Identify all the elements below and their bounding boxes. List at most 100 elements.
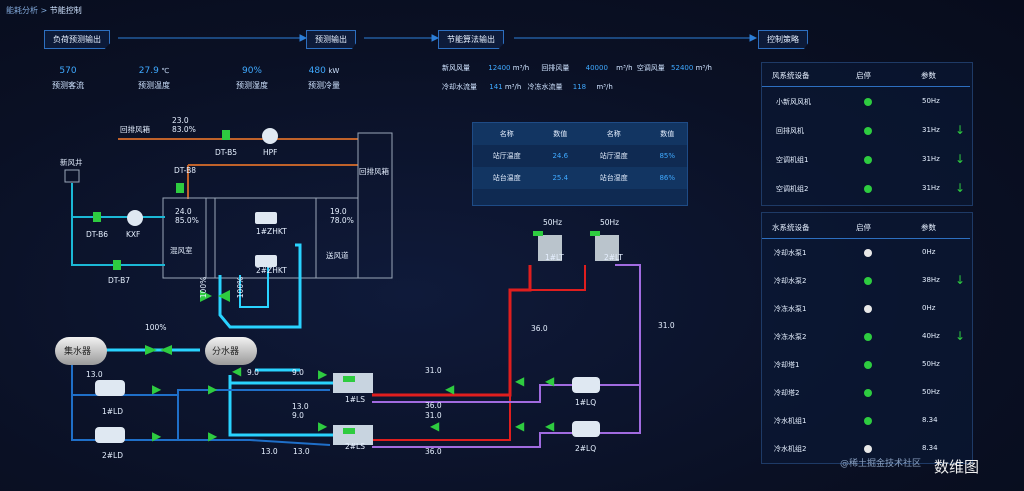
air-row-name: 小新风风机 bbox=[776, 98, 811, 106]
label-fresh-well: 新风井 bbox=[60, 158, 83, 167]
label-lt1: 1#LT bbox=[545, 253, 564, 262]
water-header-onoff: 启停 bbox=[856, 223, 871, 232]
label-ls2: 2#LS bbox=[345, 442, 365, 451]
water-divider bbox=[762, 238, 970, 239]
air-row-param: 31Hz bbox=[922, 184, 940, 192]
collector-tank bbox=[55, 337, 107, 365]
label-lt2: 2#LT bbox=[604, 253, 623, 262]
env-th-name1: 名称 bbox=[499, 130, 514, 138]
label-valve-2: 100% bbox=[236, 276, 246, 299]
env-th-val2: 数值 bbox=[660, 130, 675, 138]
water-status-dot[interactable] bbox=[864, 445, 872, 453]
label-lq1: 1#LQ bbox=[575, 398, 597, 407]
label-lq2: 2#LQ bbox=[575, 444, 597, 453]
water-row-name: 冷冻水泵2 bbox=[774, 333, 807, 341]
label-distributor: 分水器 bbox=[212, 347, 240, 357]
water-row-name: 冷却水泵1 bbox=[774, 249, 807, 257]
water-status-dot[interactable] bbox=[864, 305, 872, 313]
label-ld1: 1#LD bbox=[102, 407, 124, 416]
air-status-dot[interactable] bbox=[864, 127, 872, 135]
air-row-param: 31Hz bbox=[922, 126, 940, 134]
hvac-diagram bbox=[55, 128, 641, 448]
water-row-param: 38Hz bbox=[922, 276, 940, 284]
label-temp-360c: 36.0 bbox=[531, 324, 548, 333]
air-status-dot[interactable] bbox=[864, 156, 872, 164]
algo-row-1: 新风风量 12400 m³/h 回排风量 40000 m³/h 空调风量 524… bbox=[442, 64, 712, 72]
water-status-dot[interactable] bbox=[864, 333, 872, 341]
stage-arrows bbox=[118, 34, 758, 42]
breadcrumb-sep: > bbox=[40, 6, 48, 15]
label-valve-1: 100% bbox=[199, 276, 209, 299]
forecast-humidity: 90%预测湿度 bbox=[236, 66, 268, 90]
breadcrumb-energy[interactable]: 能耗分析 bbox=[6, 6, 38, 15]
label-return-air: 回排风箱 bbox=[120, 125, 150, 134]
water-row-name: 冷却水泵2 bbox=[774, 277, 807, 285]
label-supply-duct: 送风道 bbox=[326, 251, 349, 260]
label-temp-310b: 31.0 bbox=[425, 411, 442, 420]
label-return-duct: 回排风箱 bbox=[359, 167, 389, 176]
air-header-onoff: 启停 bbox=[856, 71, 871, 80]
label-ld2: 2#LD bbox=[102, 451, 124, 460]
water-row-param: 8.34 bbox=[922, 444, 938, 452]
breadcrumb-control[interactable]: 节能控制 bbox=[49, 6, 82, 15]
water-status-dot[interactable] bbox=[864, 277, 872, 285]
air-row-param: 31Hz bbox=[922, 155, 940, 163]
label-temp-90c: 9.0 bbox=[292, 411, 304, 420]
air-header-param: 参数 bbox=[921, 71, 936, 80]
water-row-param: 8.34 bbox=[922, 416, 938, 424]
air-divider bbox=[762, 86, 970, 87]
label-temp-360a: 36.0 bbox=[425, 401, 442, 410]
water-status-dot[interactable] bbox=[864, 361, 872, 369]
label-hpf: HPF bbox=[263, 148, 278, 157]
watermark: 数维图 bbox=[934, 458, 980, 476]
air-row-name: 空调机组1 bbox=[776, 156, 809, 164]
water-status-dot[interactable] bbox=[864, 417, 872, 425]
stage-algorithm-output: 节能算法输出 bbox=[438, 30, 504, 49]
label-lt-hz1: 50Hz bbox=[543, 218, 563, 227]
label-mix-room: 混风室 bbox=[170, 246, 193, 255]
label-ls1: 1#LS bbox=[345, 395, 365, 404]
water-row-name: 冷水机组2 bbox=[774, 445, 807, 453]
air-row-name: 回排风机 bbox=[776, 127, 804, 135]
label-temp-90a: 9.0 bbox=[247, 368, 259, 377]
label-dt-b7: DT-B7 bbox=[108, 276, 131, 285]
algo-row-2: 冷却水流量 141 m³/h 冷冻水流量 118 m³/h bbox=[442, 83, 613, 91]
label-zhkt1: 1#ZHKT bbox=[256, 227, 287, 236]
watermark-small: @稀土掘金技术社区 bbox=[840, 459, 922, 469]
env-th-val1: 数值 bbox=[553, 130, 568, 138]
env-th-name2: 名称 bbox=[606, 130, 621, 138]
label-temp-130d: 13.0 bbox=[293, 447, 310, 456]
air-status-dot[interactable] bbox=[864, 98, 872, 106]
air-header-device: 风系统设备 bbox=[772, 71, 810, 80]
water-row-param: 0Hz bbox=[922, 304, 936, 312]
water-status-dot[interactable] bbox=[864, 249, 872, 257]
label-collector: 集水器 bbox=[64, 347, 92, 357]
water-row-param: 40Hz bbox=[922, 332, 940, 340]
distributor-tank bbox=[205, 337, 257, 365]
stage-control-strategy: 控制策略 bbox=[758, 30, 808, 49]
water-row-name: 冷却塔1 bbox=[774, 361, 800, 369]
breadcrumb: 能耗分析 > 节能控制 bbox=[6, 5, 82, 16]
water-header-param: 参数 bbox=[921, 223, 936, 232]
down-arrow-icon: ↓ bbox=[955, 152, 966, 166]
label-zhkt2: 2#ZHKT bbox=[256, 266, 287, 275]
label-temp-310a: 31.0 bbox=[425, 366, 442, 375]
water-status-dot[interactable] bbox=[864, 389, 872, 397]
stage-load-forecast: 负荷预测输出 bbox=[44, 30, 110, 49]
label-temp-90b: 9.0 bbox=[292, 368, 304, 377]
water-header-device: 水系统设备 bbox=[772, 223, 810, 232]
air-row-name: 空调机组2 bbox=[776, 185, 809, 193]
label-dt-b6: DT-B6 bbox=[86, 230, 109, 239]
label-dt-b5: DT-B5 bbox=[215, 148, 238, 157]
air-status-dot[interactable] bbox=[864, 185, 872, 193]
down-arrow-icon: ↓ bbox=[955, 181, 966, 195]
label-valve-3: 100% bbox=[145, 323, 167, 332]
down-arrow-icon: ↓ bbox=[955, 273, 966, 287]
water-row-param: 50Hz bbox=[922, 360, 940, 368]
